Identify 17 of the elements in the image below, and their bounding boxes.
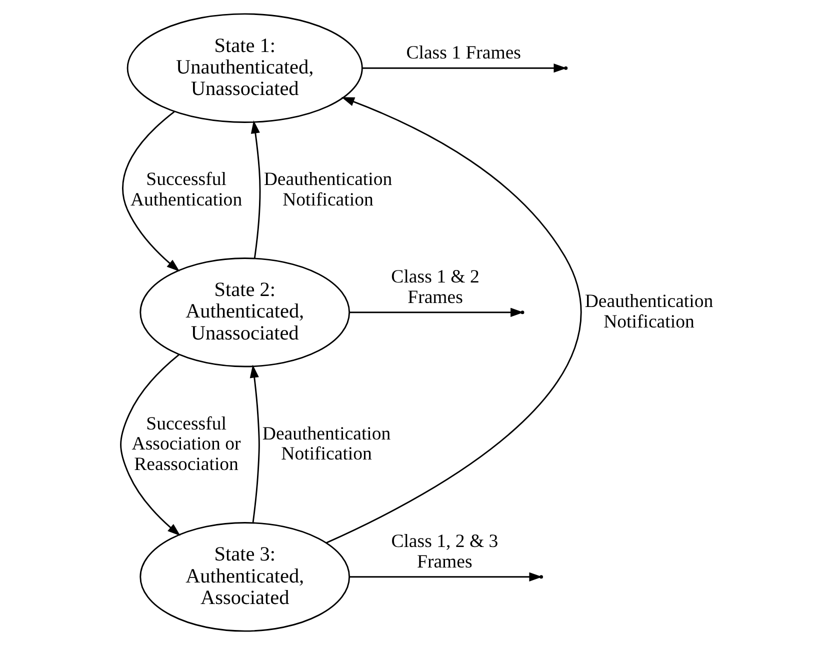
arrow [348, 308, 524, 317]
arrow [362, 64, 566, 73]
edge-label: Successful Association or Reassociation [131, 413, 240, 475]
arrow [249, 364, 260, 522]
arrow [325, 97, 582, 544]
edge-label: Class 1 & 2 Frames [390, 266, 479, 308]
edge-label: Class 1 Frames [406, 42, 521, 64]
edge-label: Successful Authentication [130, 169, 242, 210]
arrow [250, 120, 260, 258]
edge-label: Deauthentication Notification [584, 291, 713, 332]
arrow [348, 572, 542, 582]
edge-label: Class 1, 2 & 3 Frames [390, 531, 498, 572]
edge-label: Deauthentication Notification [262, 423, 390, 465]
node-ellipse: State 1: Unauthenticated, Unassociated [126, 13, 362, 123]
arrow [122, 111, 180, 272]
arrow [120, 354, 180, 536]
edge-label: Deauthentication Notification [263, 169, 392, 210]
